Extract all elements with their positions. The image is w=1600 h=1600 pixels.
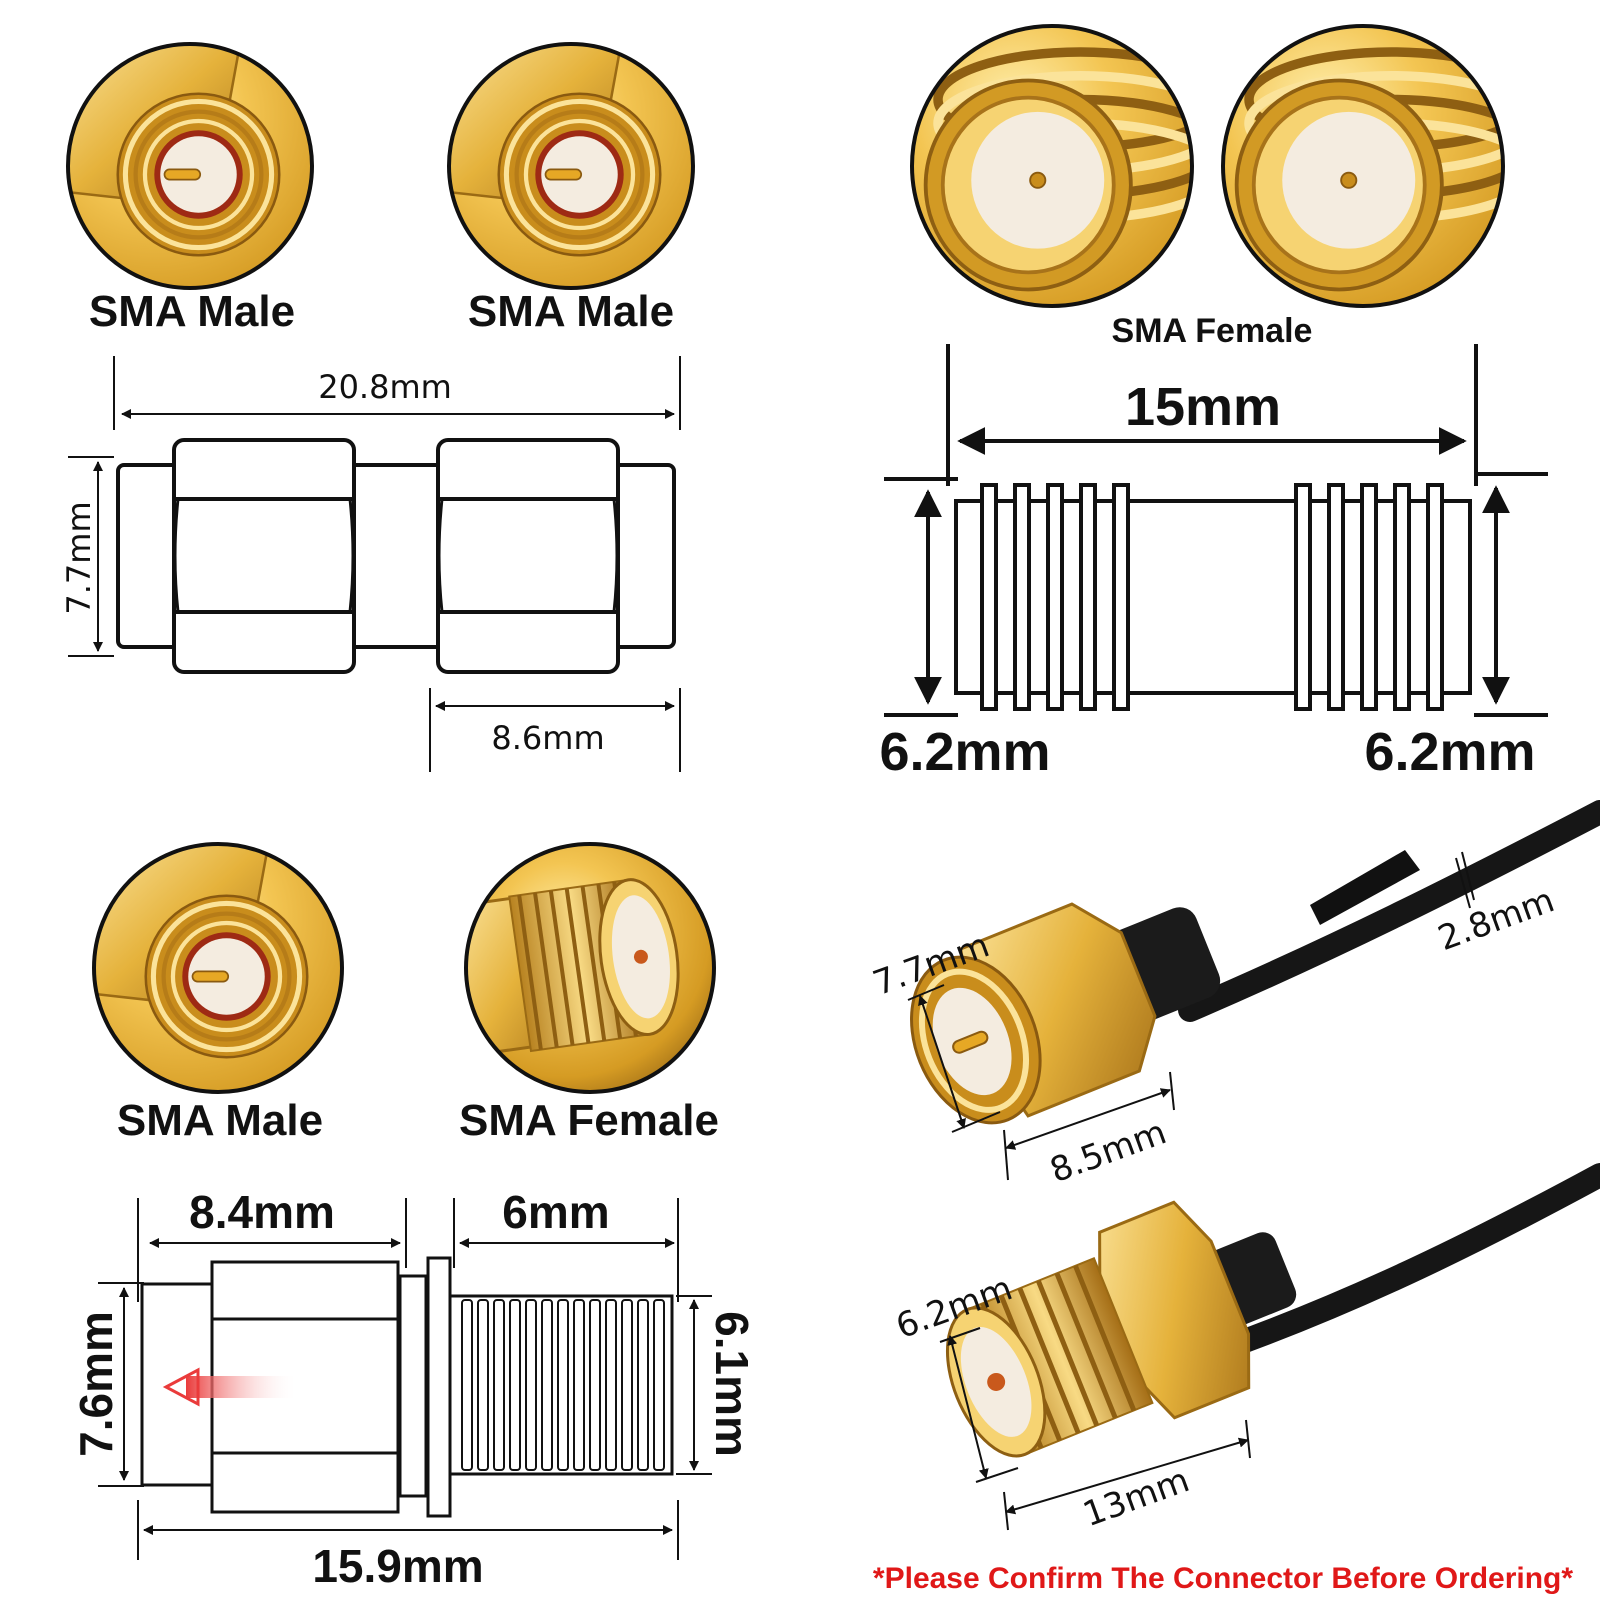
dim-thread-6: 6mm [502, 1186, 609, 1238]
female-female-drawing: 15mm 6.2mm 6.2mm [879, 344, 1548, 782]
red-arrow-icon [162, 1367, 298, 1407]
female-photo-bottom [464, 842, 716, 1094]
male-female-drawing: 8.4mm 6mm 7.6mm 6.1mm [70, 1186, 758, 1592]
dim-hex-8-4: 8.4mm [189, 1186, 335, 1238]
dim-length-20-8: 20.8mm [318, 368, 452, 406]
dim-thread-dia-6-1: 6.1mm [706, 1311, 758, 1457]
male-photo-right [447, 42, 695, 290]
dim-hex-8-6: 8.6mm [491, 719, 604, 757]
label-sma-male-left: SMA Male [89, 287, 295, 336]
cable-assembly: 7.7mm 8.5mm 2.8mm 6.2mm 13mm [868, 800, 1600, 1535]
dim-total-15-9: 15.9mm [312, 1540, 483, 1592]
male-male-drawing: 20.8mm 7.7mm 8.6mm [60, 356, 681, 772]
dim-right-6-2: 6.2mm [1364, 722, 1535, 782]
dim-female-len-13: 13mm [1078, 1460, 1195, 1535]
dim-height-7-6: 7.6mm [70, 1311, 122, 1457]
female-photo-left [910, 24, 1194, 308]
label-sma-female-bottom: SMA Female [459, 1096, 719, 1145]
label-sma-male-right: SMA Male [468, 287, 674, 336]
dim-male-len-8-5: 8.5mm [1045, 1112, 1172, 1191]
dim-height-7-7: 7.7mm [60, 501, 98, 614]
male-cable-connector [910, 902, 1221, 1125]
dim-left-6-2: 6.2mm [879, 722, 1050, 782]
warning-text: *Please Confirm The Connector Before Ord… [873, 1562, 1573, 1595]
female-photo-right [1221, 24, 1505, 308]
male-photo-bottom [92, 842, 344, 1094]
dim-length-15: 15mm [1125, 377, 1281, 437]
male-photo-left [66, 42, 314, 290]
label-sma-male-bottom: SMA Male [117, 1096, 323, 1145]
label-sma-female: SMA Female [1112, 312, 1313, 350]
